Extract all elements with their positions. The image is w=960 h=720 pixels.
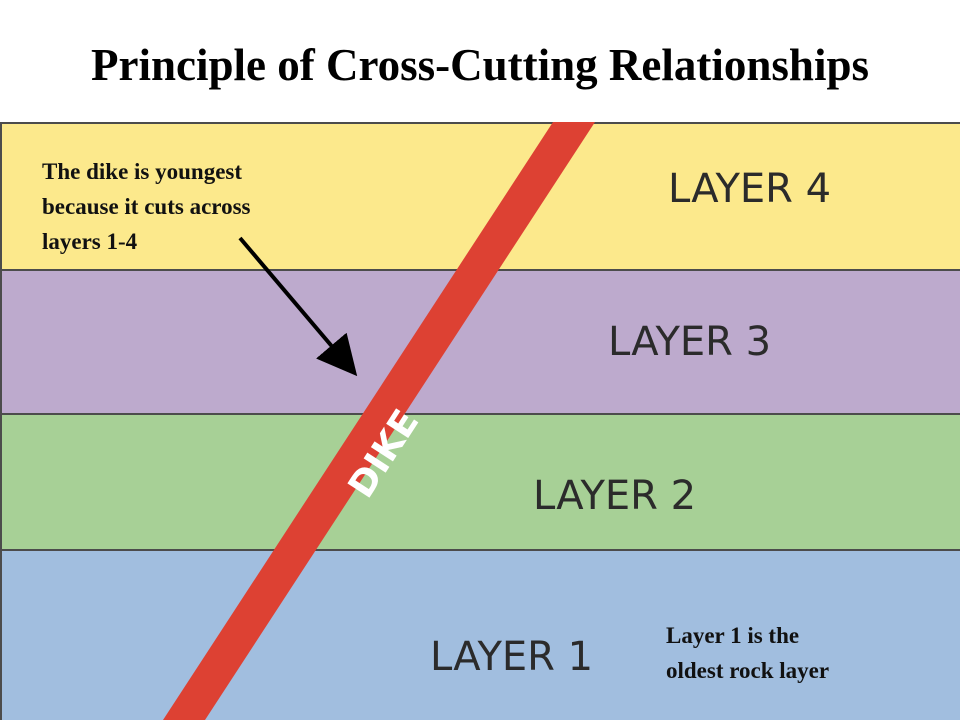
callout-line: Layer 1 is the bbox=[666, 623, 800, 648]
dike-band bbox=[163, 122, 595, 720]
layer-1-oldest-callout: Layer 1 is the oldest rock layer bbox=[666, 618, 926, 688]
dike-youngest-callout: The dike is youngest because it cuts acr… bbox=[42, 154, 352, 259]
layer-4-label: LAYER 4 bbox=[668, 166, 831, 212]
slide-title: Principle of Cross-Cutting Relationships bbox=[91, 40, 869, 90]
cross-section-diagram: DIKE LAYER 4 LAYER 3 LAYER 2 LAYER 1 bbox=[0, 122, 960, 720]
layer-3-label: LAYER 3 bbox=[608, 319, 771, 365]
callout-line: oldest rock layer bbox=[666, 658, 830, 683]
callout-line: layers 1-4 bbox=[42, 229, 138, 254]
layer-1-label: LAYER 1 bbox=[430, 634, 593, 680]
layer-1-band bbox=[0, 550, 960, 720]
callout-line: because it cuts across bbox=[42, 194, 251, 219]
callout-arrow bbox=[238, 236, 358, 377]
callout-line: The dike is youngest bbox=[42, 159, 243, 184]
layer-2-label: LAYER 2 bbox=[533, 473, 696, 519]
layer-2-band bbox=[0, 414, 960, 550]
